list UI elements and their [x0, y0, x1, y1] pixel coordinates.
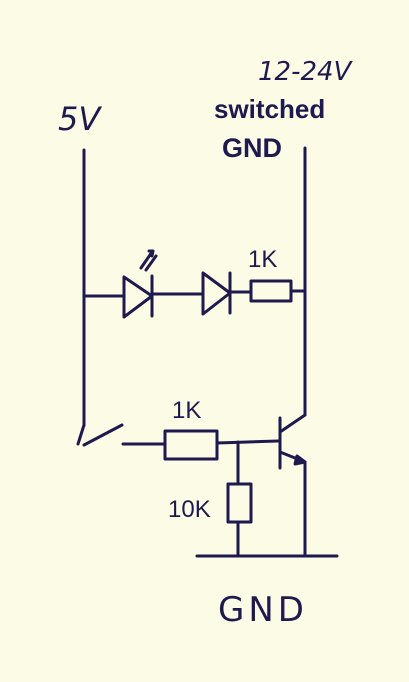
wires: [76, 146, 339, 558]
resistor-led: [249, 279, 293, 303]
label-r-pulldown: 10K: [168, 496, 211, 523]
transistor: [278, 413, 307, 470]
label-ground: GND: [218, 590, 308, 630]
label-5v: 5V: [58, 100, 102, 138]
label-switched-gnd: GND: [222, 133, 282, 163]
label-12-24v: 12-24V: [258, 57, 354, 87]
label-r-led: 1K: [248, 246, 277, 273]
diode: [201, 271, 232, 316]
label-r-base: 1K: [172, 397, 201, 424]
led: [122, 249, 158, 319]
switch-lever: [82, 423, 124, 447]
wire-base: [215, 439, 280, 445]
light-emission-icon: [139, 249, 158, 272]
wire-switch-left: [76, 423, 86, 446]
label-switched: switched: [214, 94, 325, 124]
resistor-pulldown: [226, 482, 253, 524]
resistor-base: [163, 429, 219, 461]
